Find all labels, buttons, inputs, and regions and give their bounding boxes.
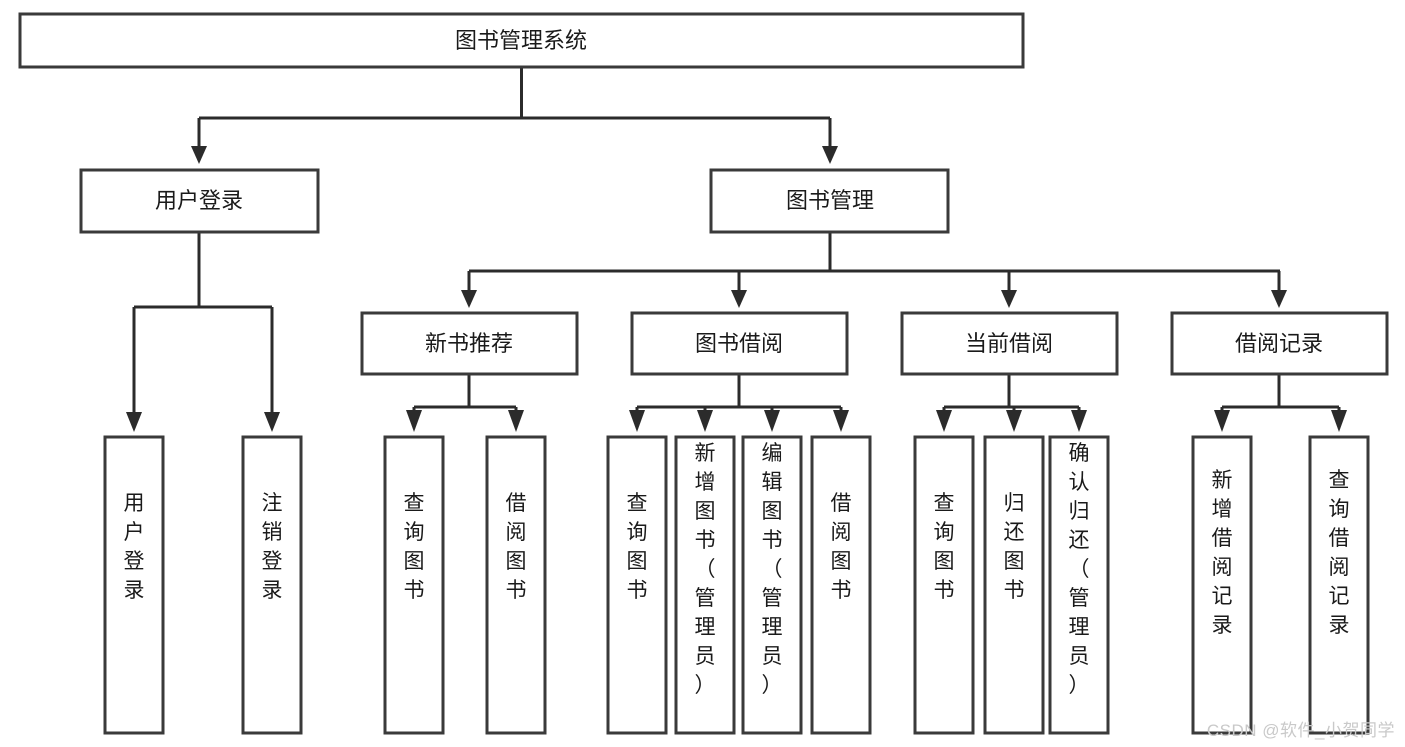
leaf-borrow-edit-book[interactable]: 编辑图书（管理员） [741, 435, 803, 735]
node-book-borrow[interactable]: 图书借阅 [630, 311, 849, 376]
arrow-to-current [1001, 290, 1017, 308]
node-current-borrow[interactable]: 当前借阅 [900, 311, 1119, 376]
leaf-borrow-do-borrow[interactable]: 借阅图书 [810, 435, 872, 735]
leaf-borrow-add-book-box[interactable] [674, 435, 736, 735]
leaf-newbook-borrow-book-label: 借阅图书 [506, 492, 527, 602]
arrow-to-records [1271, 290, 1287, 308]
leaf-records-add-record-label: 新增借阅记录 [1212, 469, 1233, 637]
leaf-records-query-record[interactable]: 查询借阅记录 [1308, 435, 1370, 735]
leaf-records-query-record-label: 查询借阅记录 [1329, 469, 1350, 637]
node-new-book-recommend[interactable]: 新书推荐 [360, 311, 579, 376]
leaf-current-return-book-box[interactable] [983, 435, 1045, 735]
node-user-login-label: 用户登录 [155, 188, 243, 213]
leaf-records-query-record-box[interactable] [1308, 435, 1370, 735]
arrow-leaf-borrow-edit [764, 410, 780, 432]
node-borrow-records-box[interactable] [1170, 311, 1389, 376]
arrow-to-book-mgmt [822, 146, 838, 164]
arrow-leaf-current-confirm [1071, 410, 1087, 432]
node-book-borrow-label: 图书借阅 [695, 331, 783, 356]
leaf-newbook-query-book-label: 查询图书 [404, 492, 425, 602]
arrow-leaf-borrow-do [833, 410, 849, 432]
leaf-user-login[interactable]: 用户登录 [103, 435, 165, 735]
leaf-current-confirm-return-box[interactable] [1048, 435, 1110, 735]
leaf-newbook-borrow-book[interactable]: 借阅图书 [485, 435, 547, 735]
leaf-borrow-do-borrow-box[interactable] [810, 435, 872, 735]
node-new-book-recommend-label: 新书推荐 [425, 331, 513, 356]
leaf-user-login-label: 用户登录 [124, 492, 145, 602]
leaf-borrow-edit-book-box[interactable] [741, 435, 803, 735]
leaf-borrow-edit-book-label: 编辑图书（管理员） [762, 442, 783, 697]
arrow-leaf-newbook-borrow [508, 410, 524, 432]
arrow-leaf-borrow-query [629, 410, 645, 432]
connectors-layer [126, 67, 1347, 432]
node-new-book-recommend-box[interactable] [360, 311, 579, 376]
node-root[interactable]: 图书管理系统 [18, 12, 1025, 69]
node-book-management-label: 图书管理 [786, 188, 874, 213]
leaf-current-return-book-label: 归还图书 [1004, 492, 1025, 602]
leaf-current-query-book-box[interactable] [913, 435, 975, 735]
leaf-logout[interactable]: 注销登录 [241, 435, 303, 735]
leaf-current-confirm-return[interactable]: 确认归还（管理员） [1048, 435, 1110, 735]
leaf-borrow-add-book-label: 新增图书（管理员） [695, 442, 716, 697]
leaf-records-add-record-box[interactable] [1191, 435, 1253, 735]
leaf-logout-box[interactable] [241, 435, 303, 735]
arrow-to-new-book [461, 290, 477, 308]
leaf-borrow-query-book-label: 查询图书 [627, 492, 648, 602]
node-book-management[interactable]: 图书管理 [709, 168, 950, 234]
arrow-leaf-current-query [936, 410, 952, 432]
leaf-newbook-query-book-box[interactable] [383, 435, 445, 735]
node-user-login[interactable]: 用户登录 [79, 168, 320, 234]
csdn-watermark: CSDN @软件_小贺同学 [1206, 721, 1395, 740]
arrow-to-user-login [191, 146, 207, 164]
arrow-leaf-records-query [1331, 410, 1347, 432]
arrow-leaf-logout [264, 412, 280, 432]
leaf-current-confirm-return-label: 确认归还（管理员） [1069, 442, 1090, 697]
node-book-borrow-box[interactable] [630, 311, 849, 376]
leaf-current-query-book[interactable]: 查询图书 [913, 435, 975, 735]
leaf-records-add-record[interactable]: 新增借阅记录 [1191, 435, 1253, 735]
leaf-logout-label: 注销登录 [262, 492, 283, 602]
arrow-leaf-current-return [1006, 410, 1022, 432]
leaf-newbook-query-book[interactable]: 查询图书 [383, 435, 445, 735]
arrow-leaf-borrow-add [697, 410, 713, 432]
leaf-borrow-query-book-box[interactable] [606, 435, 668, 735]
leaf-current-return-book[interactable]: 归还图书 [983, 435, 1045, 735]
arrow-to-borrow [731, 290, 747, 308]
arrow-leaf-records-add [1214, 410, 1230, 432]
leaf-borrow-add-book[interactable]: 新增图书（管理员） [674, 435, 736, 735]
node-borrow-records[interactable]: 借阅记录 [1170, 311, 1389, 376]
leaf-borrow-query-book[interactable]: 查询图书 [606, 435, 668, 735]
node-current-borrow-label: 当前借阅 [965, 331, 1053, 356]
node-book-management-box[interactable] [709, 168, 950, 234]
node-root-label: 图书管理系统 [455, 28, 587, 53]
leaf-borrow-do-borrow-label: 借阅图书 [831, 492, 852, 602]
leaf-newbook-borrow-book-box[interactable] [485, 435, 547, 735]
node-root-box[interactable] [18, 12, 1025, 69]
node-user-login-box[interactable] [79, 168, 320, 234]
arrow-leaf-user-login [126, 412, 142, 432]
node-borrow-records-label: 借阅记录 [1235, 331, 1323, 356]
arrow-leaf-newbook-query [406, 410, 422, 432]
leaf-current-query-book-label: 查询图书 [934, 492, 955, 602]
node-current-borrow-box[interactable] [900, 311, 1119, 376]
leaf-user-login-box[interactable] [103, 435, 165, 735]
